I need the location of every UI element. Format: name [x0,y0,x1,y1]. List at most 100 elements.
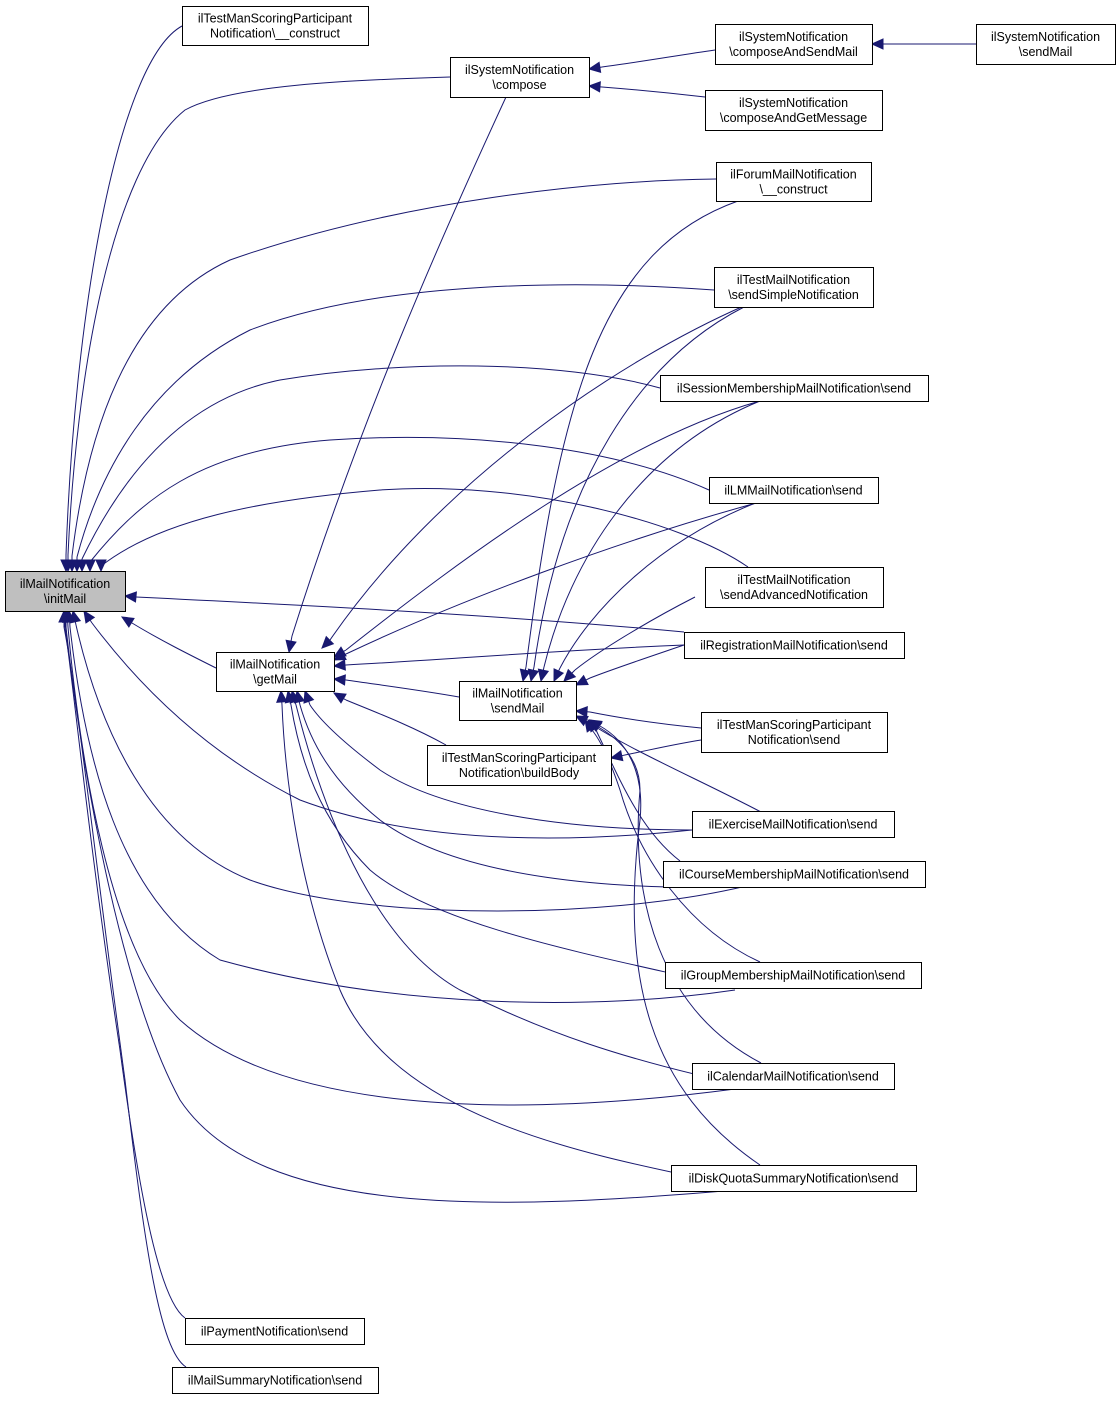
arrowhead-icon [303,689,315,704]
call-edge [345,644,685,666]
node-sysSendMail[interactable]: ilSystemNotification\sendMail [976,24,1116,65]
node-label: \sendMail [491,702,545,716]
arrowhead-icon [587,81,601,93]
call-edge-segment [289,701,292,706]
node-label: ilExerciseMailNotification\send [709,818,878,832]
node-paymentSend[interactable]: ilPaymentNotification\send [185,1318,365,1345]
call-edge [65,25,183,556]
call-edge [543,400,761,668]
call-edge [574,596,696,671]
arrowhead-icon [285,639,297,654]
node-label: ilMailSummaryNotification\send [188,1374,362,1388]
node-label: ilTestManScoringParticipant [442,751,597,765]
call-edge [345,699,447,746]
call-edge [345,501,761,655]
arrowhead-icon [527,668,540,683]
call-edge-segment [308,701,311,706]
call-edge [65,626,737,1203]
node-groupSend[interactable]: ilGroupMembershipMailNotification\send [665,962,922,989]
call-edge [587,721,762,813]
node-courseSend[interactable]: ilCourseMembershipMailNotification\send [663,861,926,888]
call-edge [309,704,693,831]
call-edge [589,644,685,679]
node-calendarSend[interactable]: ilCalendarMailNotification\send [692,1063,895,1090]
call-edge-segment [74,621,77,626]
arrowhead-icon [332,674,346,686]
node-diskSend[interactable]: ilDiskQuotaSummaryNotification\send [671,1165,917,1192]
node-label: ilTestMailNotification [737,273,850,287]
call-edge-segment [532,666,535,671]
node-getMail[interactable]: ilMailNotification\getMail [216,652,335,692]
node-label: \initMail [44,592,86,606]
call-edge [624,739,702,756]
arrowhead-icon [284,689,297,704]
node-sessionSend[interactable]: ilSessionMembershipMailNotification\send [660,375,929,402]
call-edge [295,704,762,1090]
node-lmSend[interactable]: ilLMMailNotification\send [709,477,879,504]
node-box [459,681,577,721]
call-edge [589,711,702,729]
node-box [185,1318,365,1345]
arrowhead-icon [58,609,70,623]
call-edge [131,622,217,669]
call-edge [69,626,736,1003]
call-edge [533,306,745,668]
node-label: Notification\send [748,733,840,747]
node-label: ilPaymentNotification\send [201,1325,348,1339]
node-tmsSend[interactable]: ilTestManScoringParticipantNotification\… [701,712,888,753]
arrowhead-icon [584,719,597,733]
node-initMail[interactable]: ilMailNotification\initMail [5,571,126,612]
call-edge-segment [558,667,561,672]
node-compose[interactable]: ilSystemNotification\compose [450,57,590,98]
arrowhead-icon [293,689,306,704]
node-label: ilMailNotification [230,658,320,672]
arrowhead-icon [120,616,135,628]
node-summarySend[interactable]: ilMailSummaryNotification\send [172,1367,379,1394]
call-edge-segment [585,677,591,681]
node-box [5,571,126,612]
node-registrationSend[interactable]: ilRegistrationMailNotification\send [684,632,905,659]
node-box [715,24,873,65]
node-label: ilMailNotification [472,687,562,701]
arrowhead-icon [519,668,532,683]
node-label: ilSystemNotification [739,30,848,44]
call-edge [525,200,739,668]
arrowhead-icon [588,719,603,731]
call-edge [64,626,186,1319]
node-testAdvanced[interactable]: ilTestMailNotification\sendAdvancedNotif… [705,567,884,608]
node-label: ilCourseMembershipMailNotification\send [679,868,909,882]
node-box [692,1063,895,1090]
arrowhead-icon [332,659,346,671]
node-label: ilRegistrationMailNotification\send [700,639,888,653]
call-edge [76,284,715,558]
arrowhead-icon [609,749,624,762]
arrowhead-icon [95,559,107,573]
node-box [427,745,612,786]
node-box [684,632,905,659]
call-edge [71,178,717,557]
node-label: ilTestManScoringParticipant [717,718,872,732]
call-edge [290,704,736,989]
node-buildBody[interactable]: ilTestManScoringParticipantNotification\… [427,745,612,786]
call-edge-segment [290,635,293,642]
node-box [716,162,872,202]
node-box [450,57,590,98]
call-edge [67,626,736,1106]
call-edge [281,704,762,1192]
node-sendMail[interactable]: ilMailNotification\sendMail [459,681,577,721]
node-composeAndSendMail[interactable]: ilSystemNotification\composeAndSendMail [715,24,873,65]
node-tmsConstruct[interactable]: ilTestManScoringParticipantNotification\… [182,6,369,46]
node-label: ilTestMailNotification [737,573,850,587]
node-label: \composeAndSendMail [729,45,858,59]
call-edge [100,487,749,568]
node-box [705,567,884,608]
node-testSimple[interactable]: ilTestMailNotification\sendSimpleNotific… [714,267,874,308]
call-edge [591,729,761,963]
node-composeAndGetMessage[interactable]: ilSystemNotification\composeAndGetMessag… [705,90,883,131]
node-box [660,375,929,402]
node-label: ilSystemNotification [739,96,848,110]
arrowhead-icon [537,668,550,683]
node-exerciseSend[interactable]: ilExerciseMailNotification\send [692,811,895,838]
node-forumConstruct[interactable]: ilForumMailNotification\__construct [716,162,872,202]
node-label: ilGroupMembershipMailNotification\send [681,969,905,983]
